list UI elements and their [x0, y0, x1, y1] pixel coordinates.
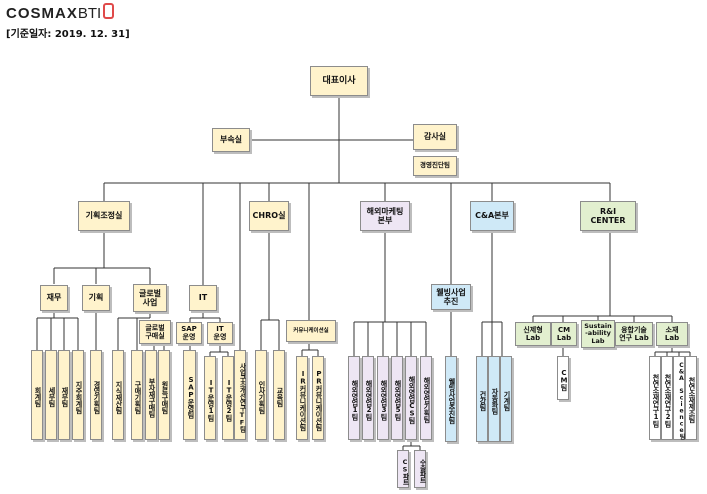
lab-fusion-tech-box[interactable]: 융합기술 연구 Lab [615, 322, 653, 346]
team-natural-material-research-1[interactable]: 천연소재연구1팀 [649, 356, 661, 440]
it-group-box[interactable]: IT [189, 285, 217, 311]
it-operation-box[interactable]: IT 운영 [207, 322, 233, 344]
team-natural-material-research-2[interactable]: 천연소재연구2팀 [661, 356, 673, 440]
lab-sustainability-box[interactable]: Sustain -ability Lab [581, 320, 615, 348]
team-purchase-planning[interactable]: 구매기획팀 [131, 350, 143, 440]
team-tax[interactable]: 세무팀 [45, 350, 57, 440]
team-it-operation-2[interactable]: IT운영2팀 [222, 356, 234, 440]
team-sap-operation[interactable]: SAP운영팀 [183, 350, 196, 440]
team-wellness[interactable]: 웰빙사업추진팀 [445, 356, 457, 442]
team-ir-communication[interactable]: IR커뮤니케이션팀 [296, 356, 308, 440]
global-purchasing-office-box[interactable]: 글로벌 구매실 [139, 320, 171, 344]
team-ip[interactable]: 지식재산팀 [112, 350, 124, 440]
ceo-box[interactable]: 대표이사 [310, 66, 368, 96]
planning-group-box[interactable]: 기획 [82, 285, 110, 311]
part-export[interactable]: 수출파트 [414, 450, 426, 488]
team-ca-science[interactable]: C&A Science팀 [673, 356, 685, 440]
wellness-business-box[interactable]: 웰빙사업 추진 [431, 284, 471, 310]
team-accounting[interactable]: 회계팀 [31, 350, 43, 440]
rni-center-box[interactable]: R&I CENTER [580, 201, 636, 231]
team-overseas-sales-1[interactable]: 해외영업1팀 [348, 356, 360, 440]
team-bizstructure-tf[interactable]: 사업구조개선연구TF팀 [234, 350, 246, 440]
chro-office-box[interactable]: CHRO실 [249, 201, 289, 231]
part-cs[interactable]: CS파트 [397, 450, 409, 488]
sap-operation-box[interactable]: SAP 운영 [176, 322, 202, 344]
management-diagnosis-team-box[interactable]: 경영진단팀 [413, 156, 457, 176]
lab-cm-box[interactable]: CM Lab [551, 322, 577, 346]
team-health[interactable]: 건강팀 [476, 356, 488, 442]
lab-material-box[interactable]: 소재 Lab [656, 322, 688, 346]
team-holding-accounting[interactable]: 지주회계팀 [72, 350, 84, 440]
lab-new-formulation-box[interactable]: 신제형 Lab [515, 322, 551, 346]
communication-office-box[interactable]: 커뮤니케이션실 [286, 320, 336, 342]
team-submaterial-purchase[interactable]: 부자재구매팀 [145, 350, 157, 440]
ca-division-box[interactable]: C&A본부 [470, 201, 514, 231]
team-overseas-sales-cs[interactable]: 해외영업CS팀 [405, 356, 417, 440]
team-overseas-sales-2[interactable]: 해외영업2팀 [362, 356, 374, 440]
team-overseas-sales-3[interactable]: 해외영업3팀 [377, 356, 389, 440]
team-education[interactable]: 교육팀 [273, 350, 285, 440]
team-hr-planning[interactable]: 인사기획팀 [255, 350, 267, 440]
reference-date: [기준일자: 2019. 12. 31] [6, 29, 130, 40]
secretary-office-box[interactable]: 부속실 [212, 128, 250, 152]
team-it-operation-1[interactable]: IT운영1팀 [204, 356, 216, 440]
team-overseas-sales-planning[interactable]: 해외영업기획팀 [420, 356, 432, 440]
team-cm[interactable]: CM팀 [557, 356, 569, 400]
team-automation[interactable]: 자동화팀 [488, 356, 500, 442]
overseas-marketing-division-box[interactable]: 해외마케팅 본부 [360, 201, 410, 231]
global-business-box[interactable]: 글로벌 사업 [133, 284, 167, 312]
logo-mark-icon [103, 3, 115, 19]
planning-office-box[interactable]: 기획조정실 [78, 201, 130, 231]
company-logo: COSMAXBTI [6, 3, 115, 22]
team-machine[interactable]: 기계팀 [500, 356, 512, 442]
team-management-planning[interactable]: 경영기획팀 [90, 350, 102, 440]
team-finance[interactable]: 재무팀 [58, 350, 70, 440]
finance-group-box[interactable]: 재무 [40, 285, 68, 311]
team-pr-communication[interactable]: PR커뮤니케이션팀 [312, 356, 324, 440]
team-natural-material-manufacturing[interactable]: 천연소재제조팀 [685, 356, 697, 440]
team-raw-material-purchase[interactable]: 원료구매팀 [158, 350, 170, 440]
team-overseas-sales-5[interactable]: 해외영업5팀 [391, 356, 403, 440]
audit-office-box[interactable]: 감사실 [413, 124, 457, 150]
